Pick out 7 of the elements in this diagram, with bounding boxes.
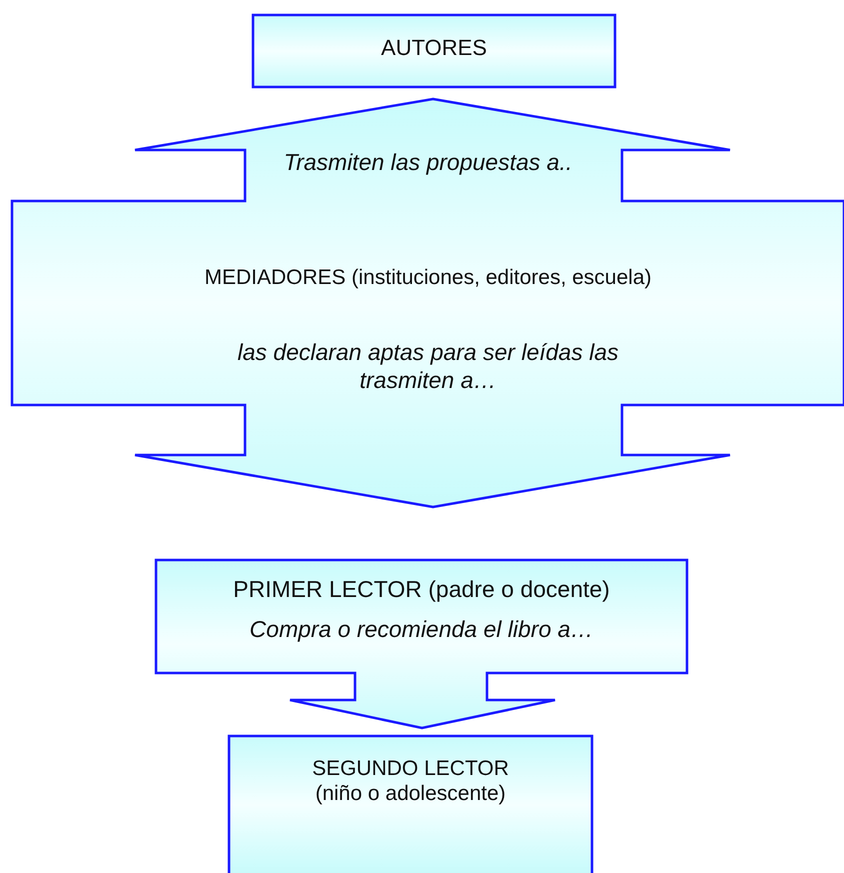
- callout-heading: MEDIADORES (instituciones, editores, escuela): [204, 265, 652, 290]
- callout-text: Trasmiten las propuestas a..: [282, 149, 574, 177]
- callout-heading: PRIMER LECTOR (padre o docente): [232, 576, 611, 604]
- node-label: AUTORES: [380, 35, 488, 62]
- callout-text: Compra o recomienda el libro a…: [248, 616, 594, 644]
- callout-text: las declaran aptas para ser leídas las trasmiten a…: [236, 339, 620, 394]
- node-label: SEGUNDO LECTOR (niño o adolescente): [311, 756, 510, 806]
